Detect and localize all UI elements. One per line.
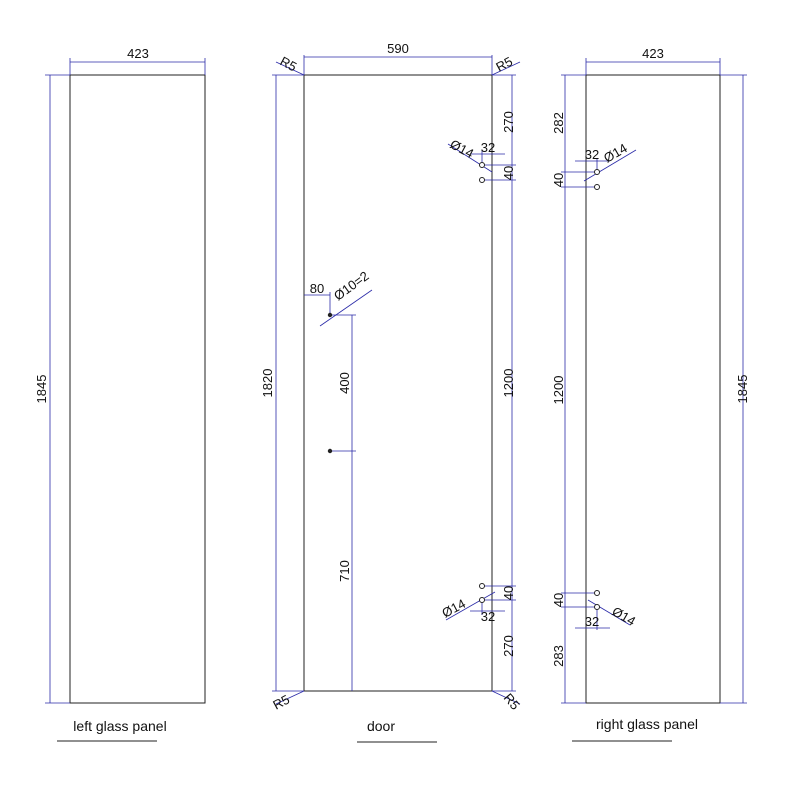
hinge-bottom-offset-text: 270: [501, 635, 516, 657]
hinge-hole: [594, 590, 600, 596]
handle-hole-text: Ø10=2: [331, 268, 372, 303]
right-height-dimension: [720, 74, 747, 704]
hinge-inset-top-text: 32: [481, 140, 495, 155]
left-width-dimension: [69, 58, 206, 75]
hinge-spacing-bottom-text: 40: [501, 586, 516, 600]
right-panel-outline: [585, 74, 721, 704]
door-width-text: 590: [387, 41, 409, 56]
right-hinge-spacing-bottom-text: 40: [551, 593, 566, 607]
left-panel-outline: [69, 74, 206, 704]
door-label: door: [367, 718, 395, 734]
hinge-hole: [594, 184, 600, 190]
hinge-hole: [479, 162, 485, 168]
radius-top-right: R5: [493, 54, 515, 75]
left-panel-label: left glass panel: [73, 718, 166, 734]
handle-bottom-text: 710: [337, 560, 352, 582]
left-height-text: 1845: [34, 375, 49, 404]
hinge-hole: [479, 177, 485, 183]
door-hinge-chain: [445, 74, 516, 692]
right-hinge-inset-top-text: 32: [585, 147, 599, 162]
left-width-text: 423: [127, 46, 149, 61]
hinge-between-text: 1200: [501, 369, 516, 398]
radius-leaders: [275, 61, 521, 705]
right-hinge-top-offset-text: 282: [551, 112, 566, 134]
right-hinge-hole-top-text: Ø14: [601, 140, 630, 165]
right-hinge-hole-bottom-text: Ø14: [610, 604, 639, 629]
hinge-hole-top-text: Ø14: [448, 136, 477, 161]
door-width-dimension: [303, 55, 493, 75]
hinge-hole: [479, 597, 485, 603]
hinge-spacing-top-text: 40: [501, 166, 516, 180]
right-hinge-inset-bottom-text: 32: [585, 614, 599, 629]
right-width-text: 423: [642, 46, 664, 61]
right-hinge-chain: [561, 74, 637, 704]
door-height-dimension: [272, 74, 304, 692]
handle-dimensions: [304, 289, 373, 691]
right-hinge-between-text: 1200: [551, 376, 566, 405]
hinge-hole-bottom-text: Ø14: [439, 596, 468, 621]
left-glass-panel: 423 1845 left glass panel: [34, 46, 206, 742]
left-height-dimension: [45, 74, 70, 704]
door-outline: [303, 74, 493, 692]
radius-bottom-left: R5: [270, 692, 292, 713]
handle-inset-text: 80: [310, 281, 324, 296]
right-height-text: 1845: [735, 375, 750, 404]
radius-top-left: R5: [278, 53, 300, 74]
handle-spacing-text: 400: [337, 372, 352, 394]
hinge-hole: [479, 583, 485, 589]
right-hinge-bottom-offset-text: 283: [551, 645, 566, 667]
hinge-top-offset-text: 270: [501, 111, 516, 133]
hinge-hole: [594, 169, 600, 175]
door: 590 1820 R5 R5 R5 R5 270: [260, 41, 523, 743]
right-panel-label: right glass panel: [596, 716, 698, 732]
right-glass-panel: 423 1845 282 40 1200 40 283 32 Ø14 32 Ø1…: [551, 46, 750, 742]
right-hinge-spacing-top-text: 40: [551, 173, 566, 187]
hinge-inset-bottom-text: 32: [481, 609, 495, 624]
handle-hole: [327, 312, 333, 318]
door-height-text: 1820: [260, 369, 275, 398]
radius-bottom-right: R5: [501, 690, 523, 712]
hinge-hole: [594, 604, 600, 610]
handle-hole: [327, 448, 333, 454]
right-width-dimension: [585, 58, 721, 75]
